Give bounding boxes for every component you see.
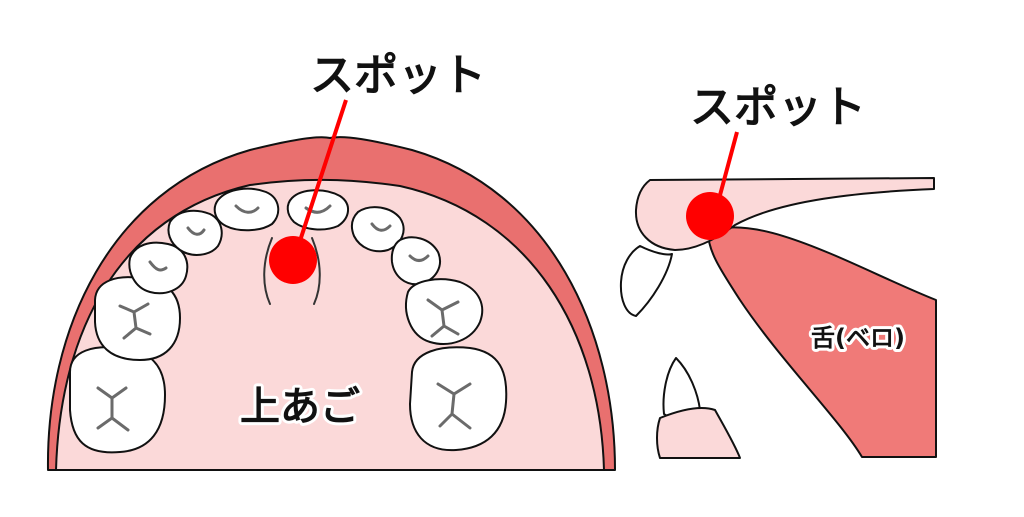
spot-marker (269, 236, 317, 284)
tooth-molar (69, 346, 166, 454)
tooth-premolar (128, 241, 189, 295)
side-spot-label: スポット (690, 82, 866, 133)
tooth-molar (94, 276, 181, 361)
papilla-line (263, 237, 273, 305)
palate-diagram: スポット 上あご (46, 47, 616, 471)
side-diagram: スポット 舌(ベロ) (619, 79, 937, 459)
spot-leader-line (295, 99, 348, 251)
tongue-label: 舌(ベロ) (811, 324, 905, 352)
lower-gum (656, 407, 741, 459)
tooth-molar (409, 346, 508, 452)
palate-spot-label: スポット (310, 50, 486, 101)
palate-region-label: 上あご (240, 384, 360, 430)
tooth-incisor (286, 189, 349, 231)
tooth-grooves (96, 204, 472, 432)
papilla-line (311, 237, 321, 305)
side-spot-marker (686, 192, 734, 240)
upper-front-tooth (619, 245, 673, 317)
tooth-premolar (405, 278, 484, 345)
tongue (707, 226, 937, 458)
tooth-incisor (213, 187, 280, 232)
